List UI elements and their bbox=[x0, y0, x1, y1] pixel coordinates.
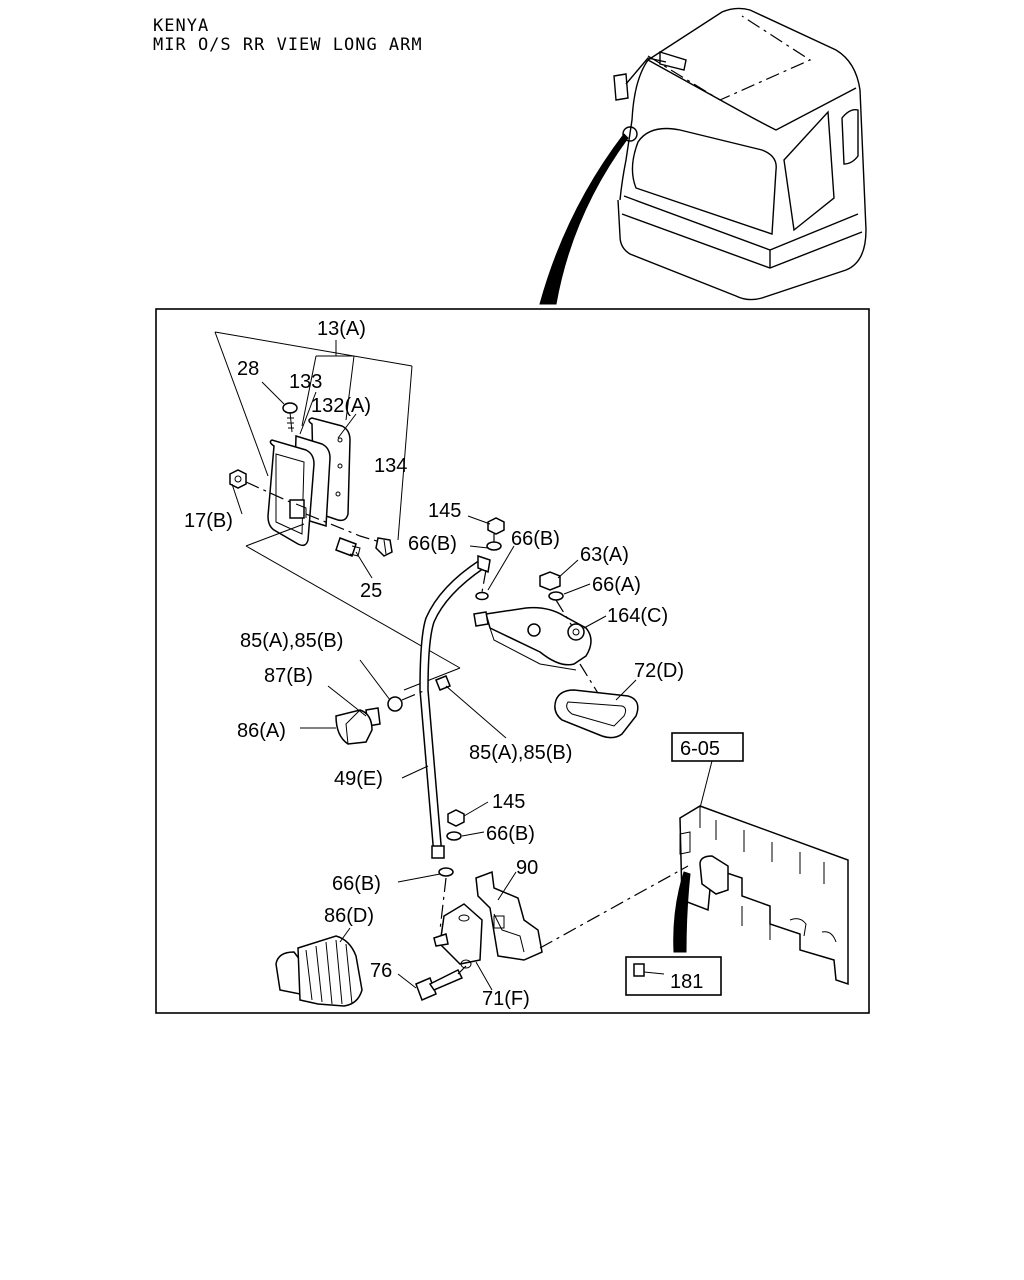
label-145-bottom: 145 bbox=[492, 791, 525, 813]
bracket-90 bbox=[475, 870, 543, 961]
label-25: 25 bbox=[360, 580, 382, 602]
header-line-2: MIR O/S RR VIEW LONG ARM bbox=[153, 35, 423, 55]
label-132a: 132(A) bbox=[311, 395, 371, 417]
nut-145-top bbox=[487, 517, 505, 535]
washer-66b-lower bbox=[475, 591, 489, 601]
nut-17b bbox=[229, 469, 247, 489]
label-164c: 164(C) bbox=[607, 605, 668, 627]
bolt-76 bbox=[415, 968, 464, 1001]
mirror-head bbox=[267, 417, 351, 547]
leader-lines bbox=[231, 381, 637, 991]
assembly-bracket-13a bbox=[214, 331, 413, 541]
label-86d: 86(D) bbox=[324, 905, 374, 927]
ref-box-6-05[interactable] bbox=[671, 732, 744, 762]
label-6-05: 6-05 bbox=[680, 738, 720, 760]
washer-66b-bottom-1 bbox=[446, 831, 462, 841]
screw-28 bbox=[282, 402, 298, 433]
nut-63a bbox=[539, 571, 561, 591]
label-66b-1: 66(B) bbox=[408, 533, 457, 555]
boot-86d bbox=[275, 935, 363, 1007]
label-72d: 72(D) bbox=[634, 660, 684, 682]
plug-85-left bbox=[387, 696, 403, 712]
mirror-arm-49e bbox=[419, 554, 491, 859]
label-133: 133 bbox=[289, 371, 322, 393]
clip-134 bbox=[375, 537, 393, 557]
label-63a: 63(A) bbox=[580, 544, 629, 566]
label-13a: 13(A) bbox=[317, 318, 366, 340]
label-90: 90 bbox=[516, 857, 538, 879]
label-85ab-1: 85(A),85(B) bbox=[240, 630, 343, 652]
detail-callout-wedge bbox=[539, 133, 629, 305]
label-87b: 87(B) bbox=[264, 665, 313, 687]
label-145-top: 145 bbox=[428, 500, 461, 522]
label-66b-3: 66(B) bbox=[486, 823, 535, 845]
panel-6-05 bbox=[679, 805, 849, 986]
label-85ab-2: 85(A),85(B) bbox=[469, 742, 572, 764]
label-86a: 86(A) bbox=[237, 720, 286, 742]
header-line-1: KENYA bbox=[153, 16, 210, 36]
label-181: 181 bbox=[670, 971, 703, 993]
washer-66b-bottom-2 bbox=[438, 867, 454, 877]
nut-145-bottom bbox=[447, 809, 465, 827]
detail-frame bbox=[155, 308, 870, 1014]
label-71f: 71(F) bbox=[482, 988, 530, 1010]
label-49e: 49(E) bbox=[334, 768, 383, 790]
bolt-25 bbox=[335, 537, 361, 557]
label-66a: 66(A) bbox=[592, 574, 641, 596]
gasket-72d bbox=[554, 689, 639, 739]
label-17b: 17(B) bbox=[184, 510, 233, 532]
washer-66a bbox=[548, 591, 564, 601]
base-bracket-71f bbox=[433, 903, 483, 969]
label-66b-4: 66(B) bbox=[332, 873, 381, 895]
callout-wedge-181 bbox=[673, 871, 691, 953]
label-28: 28 bbox=[237, 358, 259, 380]
washer-66b-top bbox=[486, 541, 502, 551]
cover-86a bbox=[335, 709, 373, 745]
truck-cab-illustration bbox=[613, 7, 867, 301]
label-76: 76 bbox=[370, 960, 392, 982]
label-134: 134 bbox=[374, 455, 407, 477]
nut-icon bbox=[633, 963, 645, 977]
bracket-164c bbox=[473, 606, 592, 671]
label-66b-2: 66(B) bbox=[511, 528, 560, 550]
